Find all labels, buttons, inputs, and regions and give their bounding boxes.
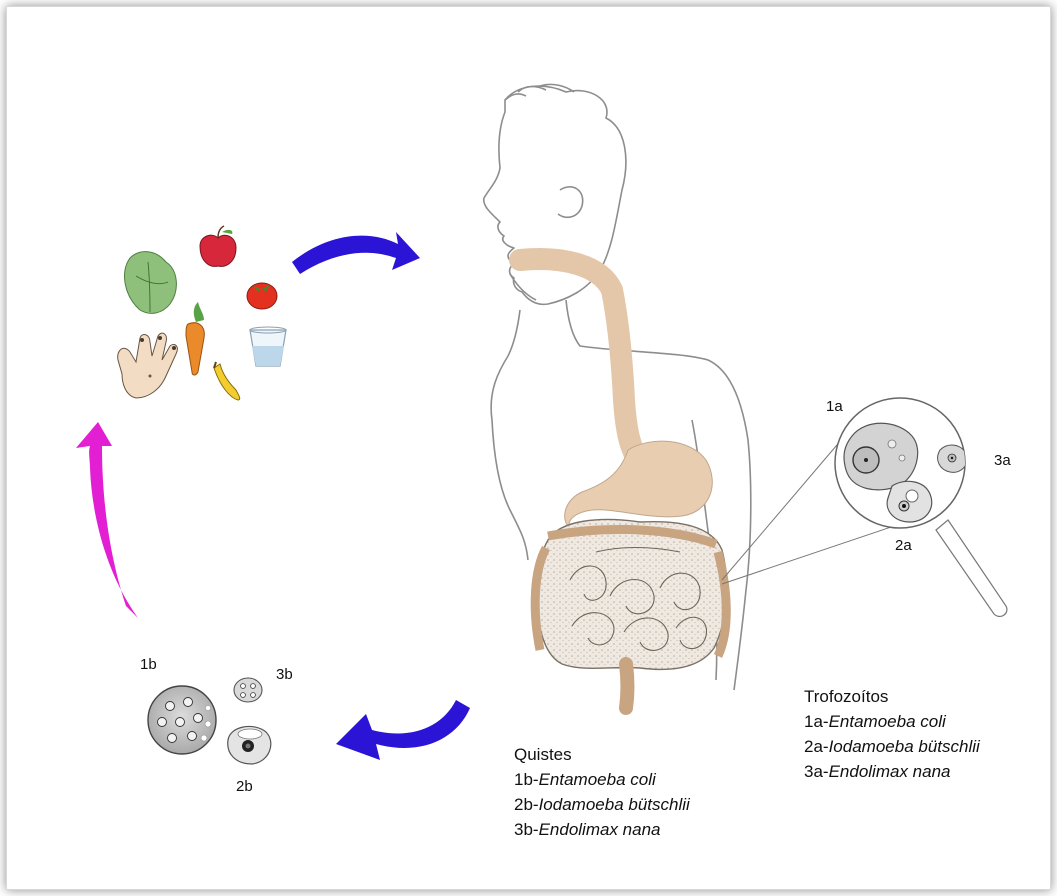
esophagus [520,259,640,462]
tomato-icon [247,283,277,309]
legend-item: 1b-Entamoeba coli [514,767,690,792]
arrow-cysts-to-food [76,422,138,618]
arrow-host-to-cysts [336,700,470,760]
cycle-arrows [76,232,470,760]
label-2a: 2a [895,537,912,555]
rectum [626,664,628,708]
label-2b: 2b [236,778,253,796]
dirty-hand-icon [118,333,178,398]
arrow-food-to-host [292,232,420,274]
cyst-1b [148,686,216,754]
carrot-icon [186,302,204,375]
label-1b: 1b [140,656,157,674]
legend-quistes: Quistes 1b-Entamoeba coli 2b-Iodamoeba b… [514,742,690,842]
stomach [565,441,713,528]
lettuce-icon [125,252,177,314]
legend-item: 3b-Endolimax nana [514,817,690,842]
legend-item: 1a-Entamoeba coli [804,709,980,734]
label-3b: 3b [276,666,293,684]
label-1a: 1a [826,398,843,416]
cysts [148,678,271,764]
cyst-2b [228,726,271,764]
legend-item: 2a-Iodamoeba bütschlii [804,734,980,759]
glass-of-water-icon [250,327,286,366]
legend-trofozoitos: Trofozoítos 1a-Entamoeba coli 2a-Iodamoe… [804,684,980,784]
magnifying-glass-icon [722,398,1007,616]
digestive-tract [520,259,727,708]
legend-item: 3a-Endolimax nana [804,759,980,784]
legend-quistes-title: Quistes [514,742,690,767]
label-3a: 3a [994,452,1011,470]
contamination-sources [118,226,286,400]
legend-item: 2b-Iodamoeba bütschlii [514,792,690,817]
banana-icon [214,362,240,400]
apple-icon [200,226,236,266]
cyst-3b [234,678,262,702]
legend-trofozoitos-title: Trofozoítos [804,684,980,709]
